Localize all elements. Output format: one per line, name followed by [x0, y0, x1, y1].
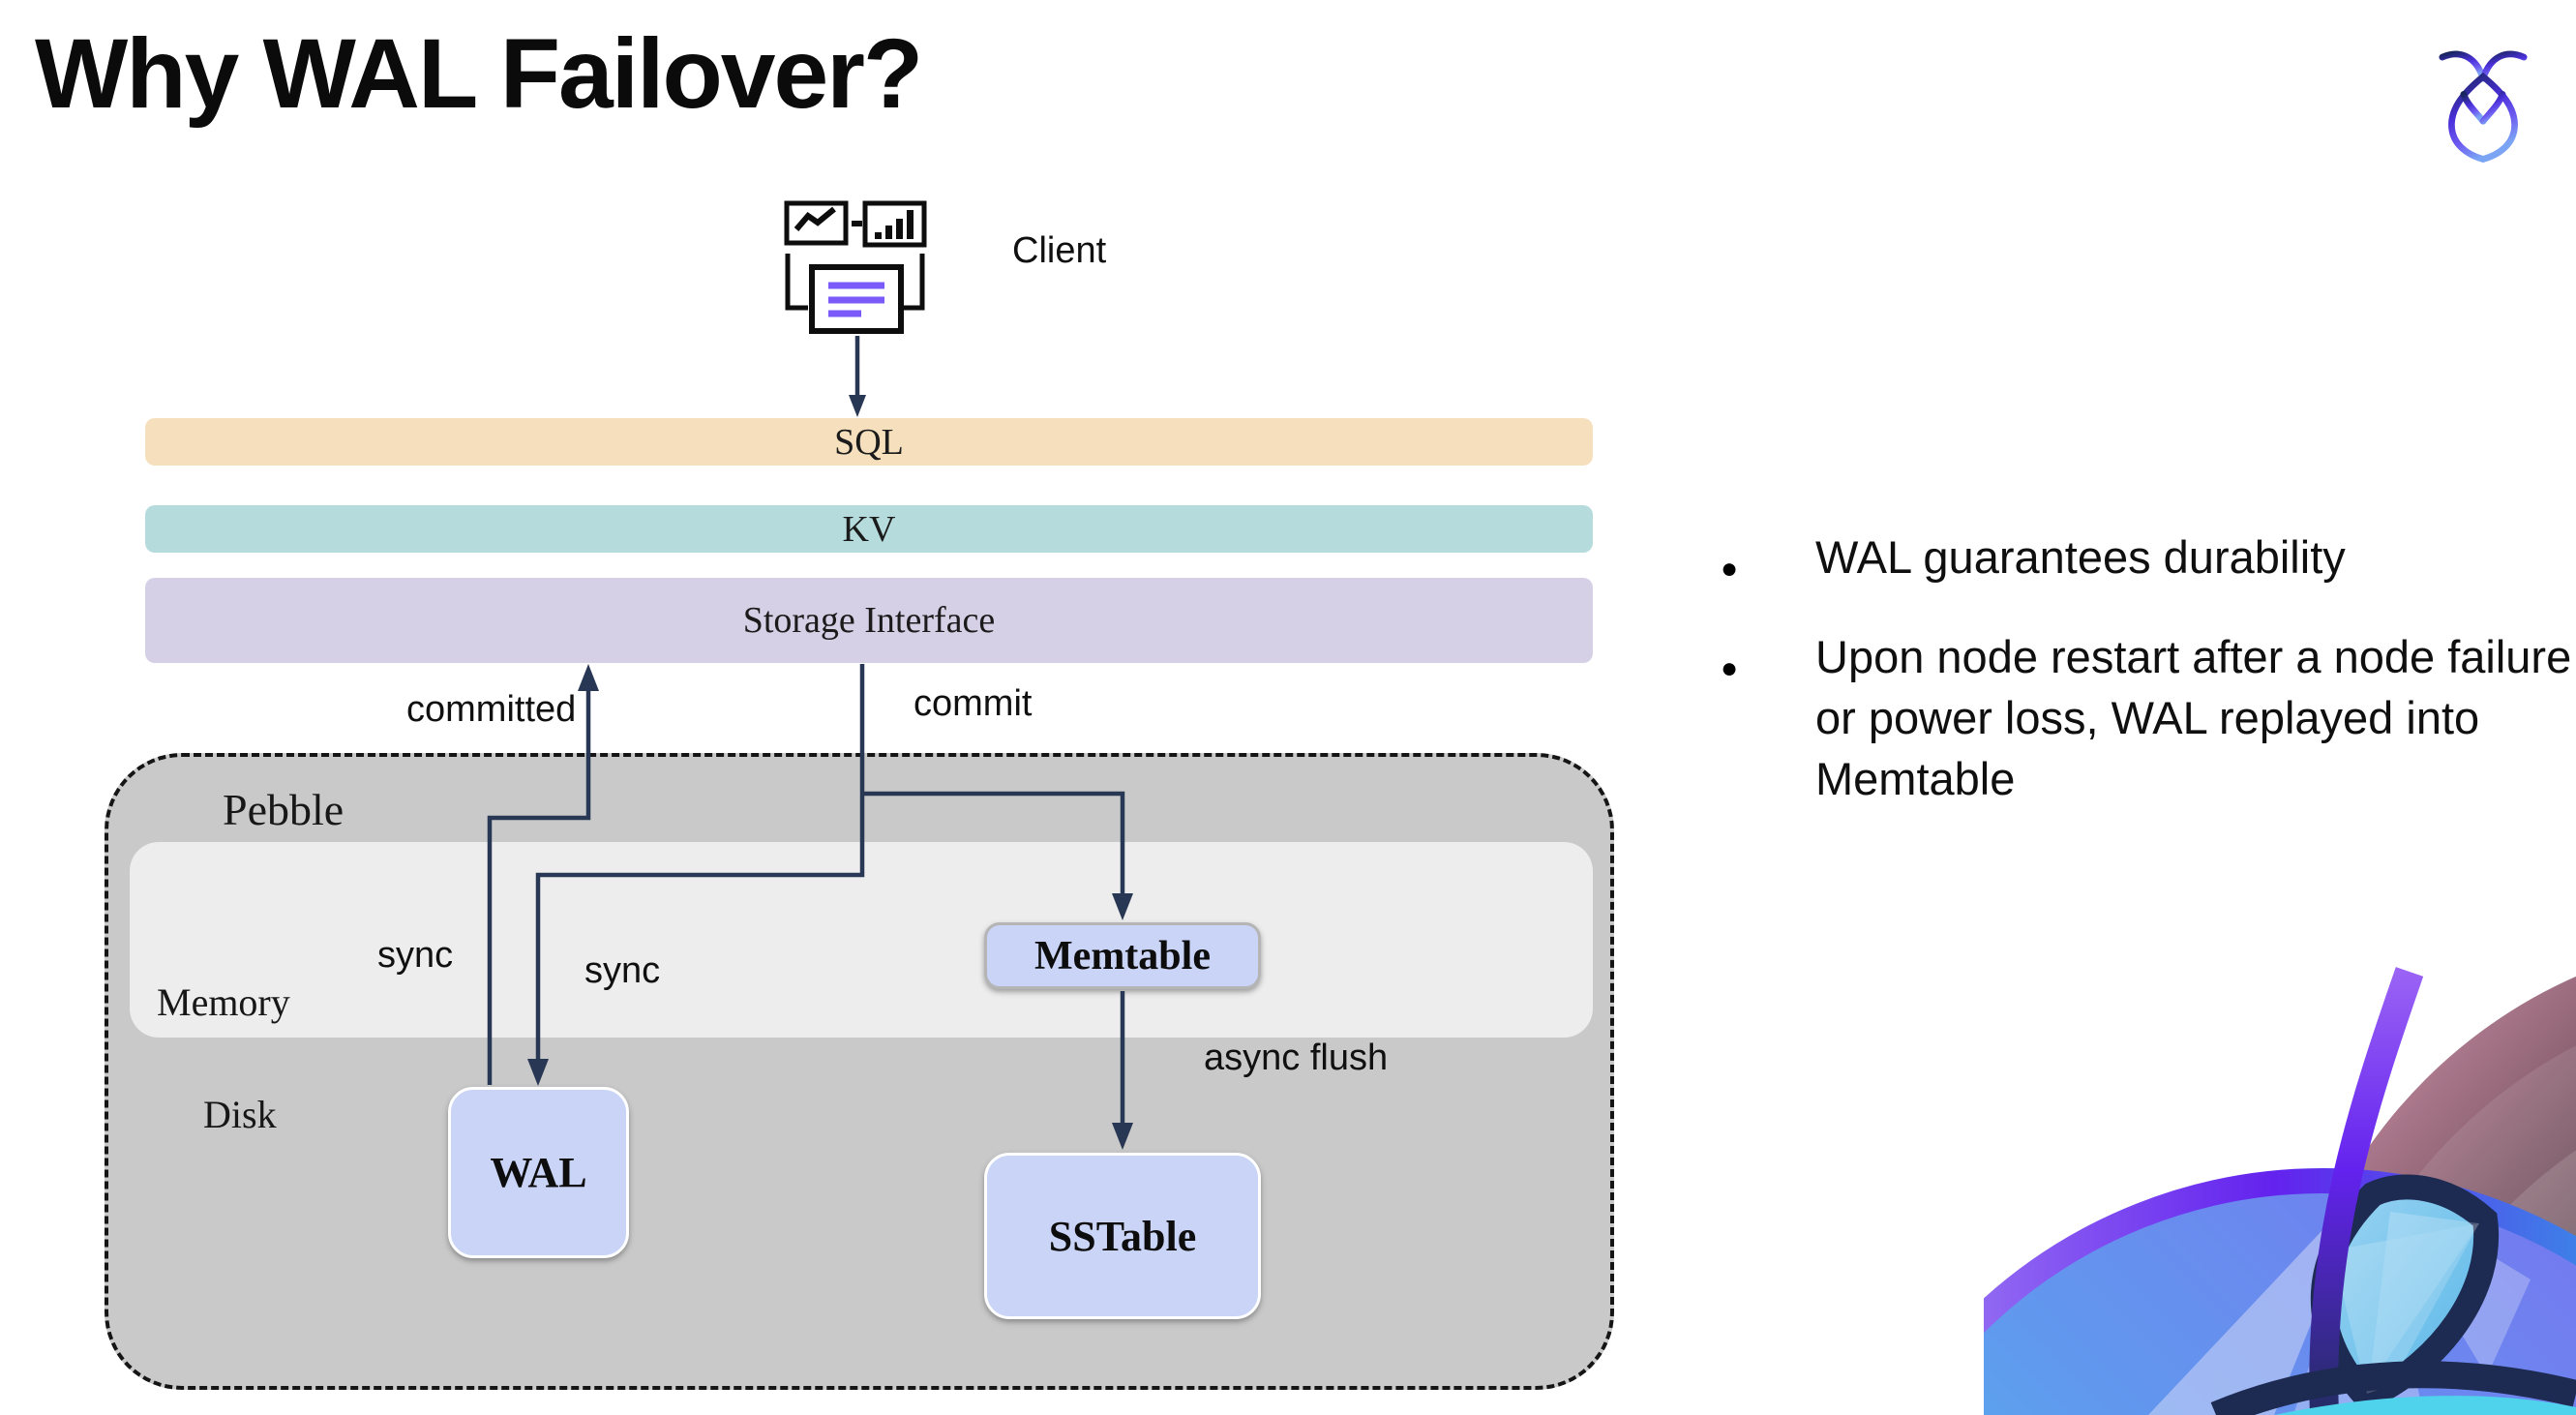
memory-band [130, 842, 1593, 1038]
client-apps-icon [784, 200, 927, 334]
layer-storage-interface: Storage Interface [145, 578, 1593, 663]
client-label: Client [1012, 230, 1107, 271]
bullet-item: ●Upon node restart after a node failure … [1721, 631, 2572, 804]
bullet-dot: ● [1721, 652, 1739, 684]
sphere-rim [1984, 1168, 2576, 1334]
commit-label: commit [914, 683, 1033, 724]
wal-box: WAL [448, 1087, 629, 1258]
bar-chart-icon [862, 200, 927, 248]
async-flush-label: async flush [1204, 1038, 1389, 1078]
arrowhead-down [849, 395, 866, 417]
lower-arc [2210, 1361, 2576, 1415]
sync-label-wal: sync [377, 935, 454, 976]
arrowhead-up [578, 664, 599, 691]
committed-label: committed [406, 689, 577, 730]
memory-label: Memory [157, 980, 290, 1024]
pebble-label: Pebble [223, 785, 344, 834]
sync-label-commit: sync [584, 950, 661, 991]
cockroachdb-logo-icon [2439, 50, 2528, 163]
page-title: Why WAL Failover? [35, 18, 923, 129]
bullet-list: ●WAL guarantees durability ●Upon node re… [1719, 527, 2576, 809]
antenna-arc [2309, 967, 2424, 1415]
bracket-left [785, 254, 808, 311]
bracket-right [902, 254, 925, 311]
cyan-band [2274, 1396, 2576, 1415]
layer-kv: KV [145, 505, 1593, 553]
memtable-box: Memtable [984, 922, 1261, 989]
brand-artwork [1984, 967, 2576, 1415]
disk-label: Disk [203, 1093, 277, 1136]
bullet-item: ●WAL guarantees durability [1719, 527, 2576, 587]
sstable-box: SSTable [984, 1153, 1261, 1319]
bullet-dot: ● [1721, 553, 1739, 585]
line-chart-icon [784, 200, 849, 246]
layer-sql: SQL [145, 418, 1593, 466]
